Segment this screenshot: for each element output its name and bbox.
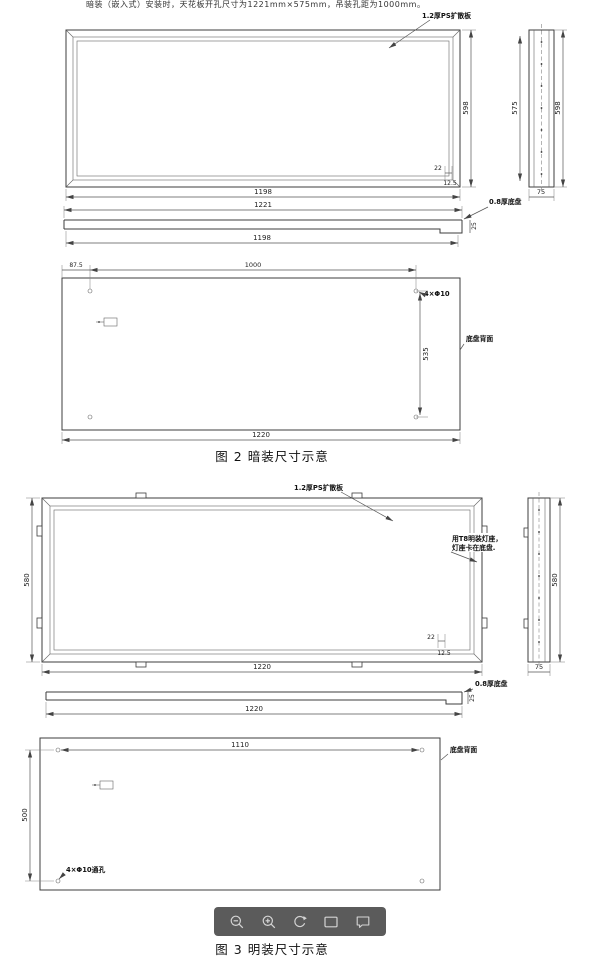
fig2-diffuser-callout: 1.2厚PS扩散板: [388, 11, 471, 49]
fig3-back-label: 底盘背面: [450, 745, 477, 754]
fig3-baseplate-label: 0.8厚底盘: [475, 679, 508, 688]
fig3-diffuser-callout: 1.2厚PS扩散板: [294, 483, 394, 522]
fig2-dim-front-height: 598: [462, 101, 470, 114]
fig2-dim-front-width: 1198: [254, 188, 272, 196]
fig3-dim-lip: 12.5: [437, 650, 451, 657]
fig2-profile-view: 1221 0.8厚底盘 25 1198: [63, 197, 522, 247]
fig2-diffuser-texture: [76, 40, 450, 177]
figure2-drawing: 1.2厚PS扩散板 598 1198 22 12.5: [61, 11, 567, 444]
figure3-drawing: 1.2厚PS扩散板 用T8明装灯座， 灯座卡在底盘.: [21, 483, 565, 891]
fig2-dim-hole-offset: 87.5: [69, 262, 83, 269]
comment-icon[interactable]: [355, 914, 371, 930]
fig2-dim-edge: 22: [434, 165, 442, 172]
fig2-back-label: 底盘背面: [466, 334, 493, 343]
fig3-dim-side-depth: 75: [535, 663, 543, 671]
fig2-dim-side-depth: 75: [537, 188, 545, 196]
fig3-diffuser-label: 1.2厚PS扩散板: [294, 483, 343, 492]
fig2-dim-profile-inner: 1198: [253, 234, 271, 242]
fig3-lamp-callout: 用T8明装灯座， 灯座卡在底盘.: [450, 533, 538, 563]
fig3-dim-hole-span: 1110: [231, 741, 249, 749]
fig2-diffuser-label: 1.2厚PS扩散板: [422, 11, 471, 20]
fig3-front-dimensions: 580 1220 22 12.5: [23, 497, 483, 676]
fig2-dim-profile-thick: 25: [471, 222, 478, 230]
rotate-icon[interactable]: [292, 914, 308, 930]
fig3-hole-callout: 4×Φ10通孔: [66, 865, 105, 874]
cropped-header-text: 暗装（嵌入式）安装时，天花板开孔尺寸为1221mm×575mm，吊装孔距为100…: [86, 0, 426, 9]
fig3-lamp-note-line2: 灯座卡在底盘.: [452, 543, 495, 552]
fig3-lamp-note-line1: 用T8明装灯座，: [451, 534, 502, 543]
fig2-dim-back-width: 1220: [252, 431, 270, 439]
fig2-front-dimensions: 598 1198 22 12.5: [65, 29, 476, 201]
fig3-back-view: 1110 500 4×Φ10通孔 底盘背面: [21, 737, 477, 891]
fig2-back-view: 87.5 1000 4×Φ10 535 1220 底盘背面: [61, 261, 493, 444]
fig2-front-view: [65, 29, 461, 188]
fig3-diffuser-texture: [53, 509, 471, 651]
fig2-dim-side-outer: 598: [554, 101, 562, 114]
fit-screen-icon[interactable]: [323, 914, 339, 930]
fig3-dim-front-height: 580: [23, 573, 31, 586]
fig3-profile-view: 0.8厚底盘 25 1220: [45, 679, 508, 718]
fig3-dim-front-width: 1220: [253, 663, 271, 671]
fig2-dim-hole-span: 1000: [245, 261, 262, 269]
fig3-dim-back-vert: 500: [21, 808, 29, 821]
fig2-dim-side-inner: 575: [511, 101, 519, 114]
fig2-hole-callout: 4×Φ10: [424, 290, 450, 298]
fig3-dim-side-outer: 580: [551, 573, 559, 586]
zoom-out-icon[interactable]: [229, 914, 245, 930]
fig2-dim-back-vert: 535: [422, 347, 430, 360]
fig3-side-view: 580 75: [523, 492, 565, 676]
fig2-baseplate-label: 0.8厚底盘: [489, 197, 522, 206]
fig3-dim-edge: 22: [427, 634, 435, 641]
fig2-side-view: 575 598 75: [511, 24, 567, 201]
figure3-caption: 图 3 明装尺寸示意: [215, 942, 329, 957]
fig3-dim-profile-thick: 25: [469, 694, 476, 702]
fig2-dim-lip: 12.5: [443, 180, 457, 187]
figure2-caption: 图 2 暗装尺寸示意: [215, 449, 329, 464]
fig2-dim-profile-outer: 1221: [254, 201, 272, 209]
fig3-front-view: [36, 492, 488, 668]
image-viewer-toolbar: [214, 907, 386, 936]
fig3-dim-profile-width: 1220: [245, 705, 263, 713]
zoom-in-icon[interactable]: [261, 914, 277, 930]
